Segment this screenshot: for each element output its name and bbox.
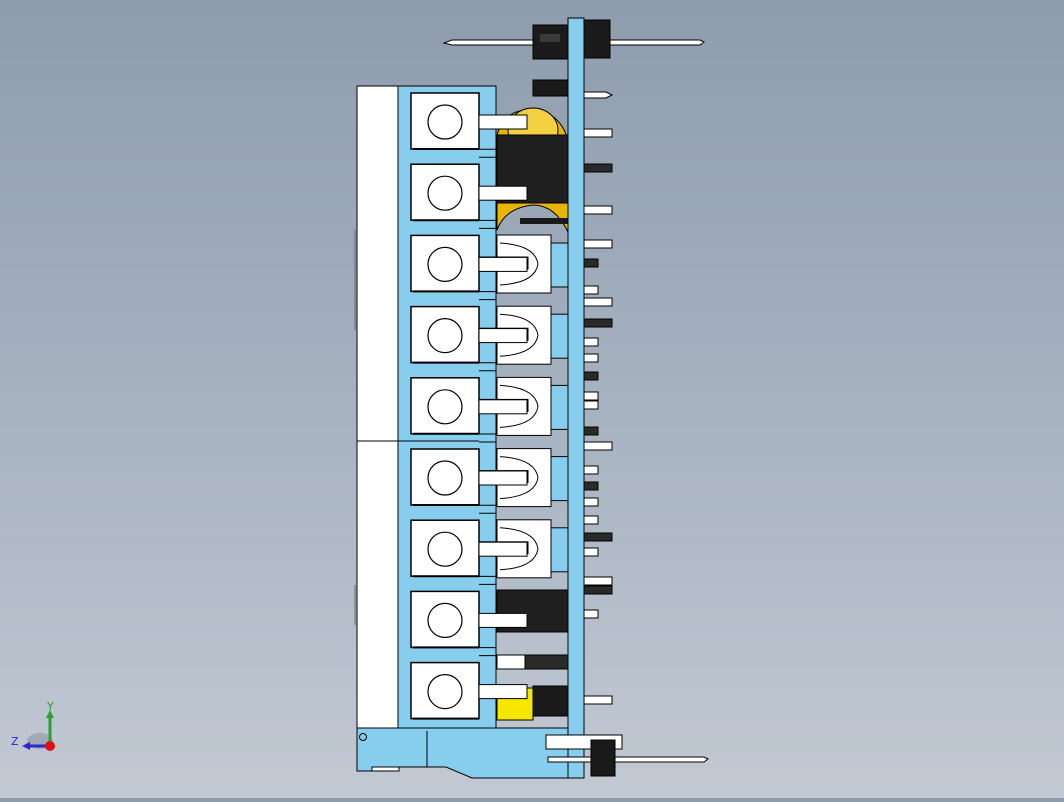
screw-terminal xyxy=(410,163,528,222)
y-axis-label: Y xyxy=(46,700,54,713)
pcb-pin xyxy=(583,400,599,410)
pcb-pin xyxy=(583,481,599,491)
screw-terminal xyxy=(410,661,528,720)
pcb-pin xyxy=(583,353,599,363)
screw-terminal xyxy=(410,519,528,578)
screw-head-icon xyxy=(427,175,463,211)
pcb-pin xyxy=(583,163,613,173)
pcb-pin xyxy=(583,515,599,525)
pcb-pin xyxy=(583,426,599,436)
screw-terminal xyxy=(410,92,528,150)
pcb-pin xyxy=(583,497,599,507)
bottom-header-pin xyxy=(545,734,709,777)
pcb-pin xyxy=(583,585,613,595)
screw-head-icon xyxy=(427,460,463,496)
screw-head-icon xyxy=(427,246,463,282)
screw-terminal xyxy=(410,590,528,649)
pcb-pin xyxy=(583,609,599,619)
pcb-pin-group xyxy=(583,128,613,705)
pcb-pin xyxy=(583,285,599,295)
pcb-pin xyxy=(583,318,613,328)
z-axis-label: Z xyxy=(11,735,19,748)
pcb-pin xyxy=(583,576,613,586)
screw-terminal xyxy=(410,377,528,435)
pcb-pin xyxy=(583,441,613,451)
pcb-board xyxy=(567,17,585,779)
pcb-pin xyxy=(583,128,613,138)
pcb-pin xyxy=(583,297,613,307)
screw-head-icon xyxy=(427,389,463,425)
terminal-housing xyxy=(354,85,400,772)
pcb-pin xyxy=(583,258,599,268)
pcb-pin xyxy=(583,337,599,347)
top-header-pin xyxy=(442,19,705,60)
screw-terminal-group xyxy=(410,92,528,720)
screw-head-icon xyxy=(427,104,463,140)
x-axis-icon xyxy=(45,741,55,751)
screw-terminal xyxy=(410,234,528,293)
screw-head-icon xyxy=(427,602,463,639)
pcb-pin xyxy=(583,239,613,249)
axis-triad: Y Z xyxy=(11,700,55,751)
screw-head-icon xyxy=(427,673,463,710)
capacitor-bottom xyxy=(496,589,570,670)
pcb-pin xyxy=(583,465,599,475)
screw-terminal xyxy=(410,305,528,364)
screw-terminal xyxy=(410,448,528,506)
screw-head-icon xyxy=(427,531,463,567)
pcb-pin xyxy=(583,547,599,557)
pcb-pin xyxy=(583,391,599,401)
pcb-pin xyxy=(583,695,613,705)
screw-head-icon xyxy=(427,318,463,354)
pcb-pin xyxy=(583,371,599,381)
pcb-pin xyxy=(583,205,613,215)
pcb-pin xyxy=(583,532,613,542)
